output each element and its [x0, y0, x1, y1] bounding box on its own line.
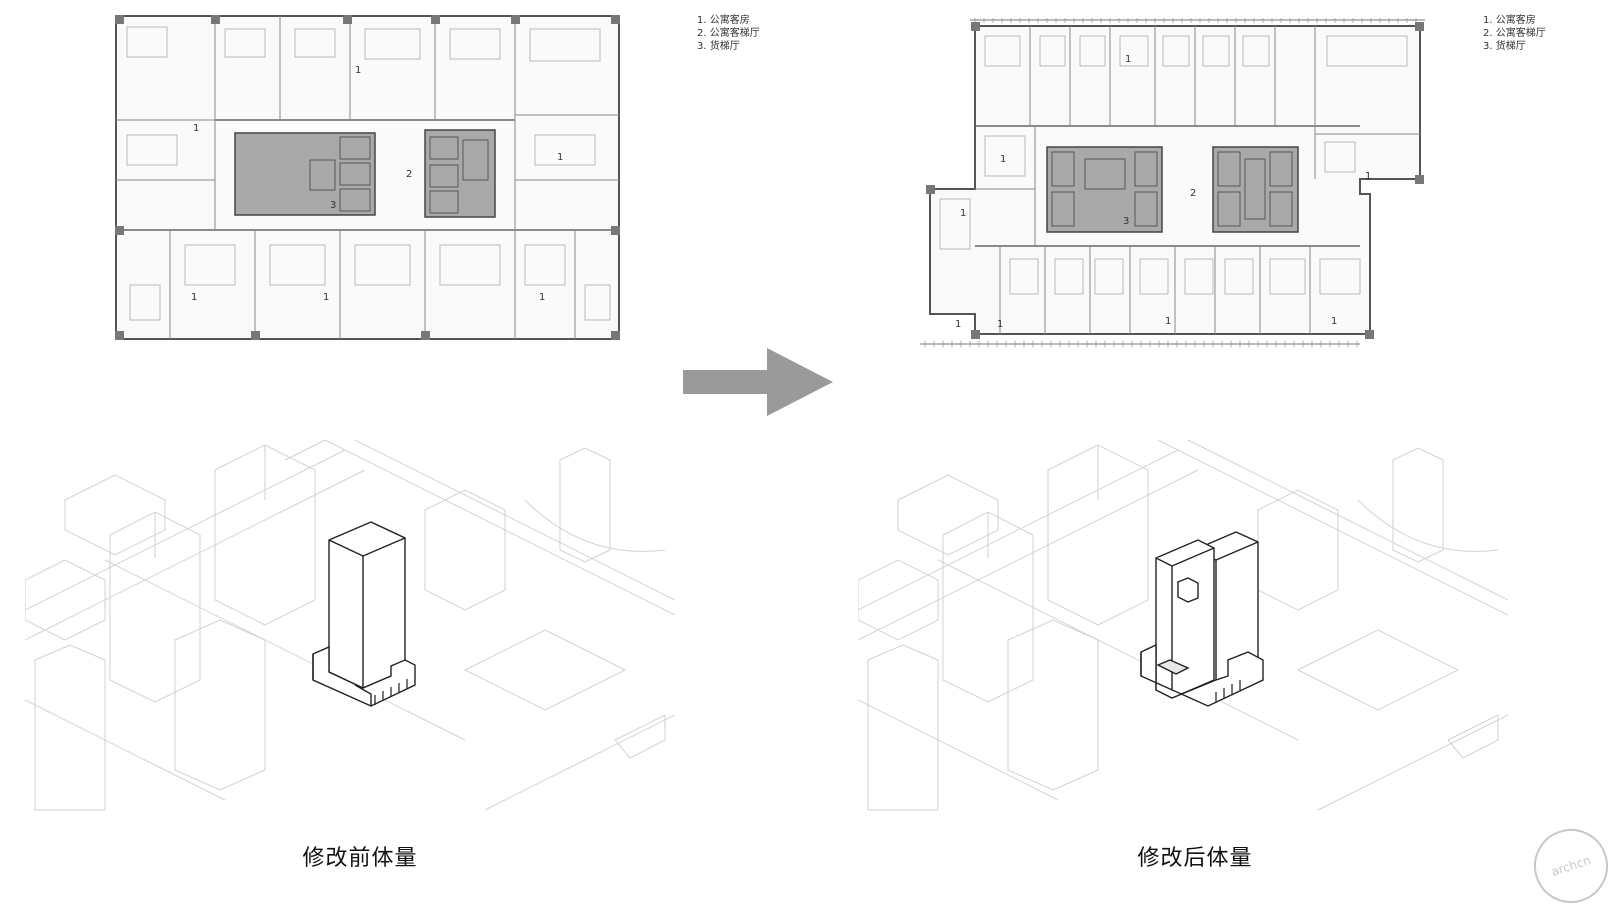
room-label: 1	[960, 208, 966, 219]
room-label: 1	[557, 152, 563, 163]
room-label: 3	[330, 200, 336, 211]
room-label: 1	[539, 292, 545, 303]
tower-after	[1140, 531, 1264, 707]
watermark-logo: archcn	[1524, 819, 1618, 913]
room-label: 1	[1165, 316, 1171, 327]
room-label: 1	[323, 292, 329, 303]
room-label: 1	[955, 319, 961, 330]
tower-before	[312, 521, 416, 707]
legend-item: 3. 货梯厅	[1483, 41, 1526, 52]
room-label: 1	[1000, 154, 1006, 165]
legend-before: 1. 公寓客房 2. 公寓客梯厅 3. 货梯厅	[697, 14, 760, 53]
core-right	[424, 129, 496, 218]
massing-after-drawing	[858, 440, 1508, 811]
floor-plan-before-drawing: 1 1 1 2 3 1 1 1	[115, 15, 620, 340]
legend-item: 2. 公寓客梯厅	[1483, 28, 1546, 39]
floor-plan-before: 1 1 1 2 3 1 1 1	[115, 15, 620, 340]
legend-after: 1. 公寓客房 2. 公寓客梯厅 3. 货梯厅	[1483, 14, 1546, 53]
room-label: 1	[193, 123, 199, 134]
room-label: 1	[1365, 171, 1371, 182]
context-buildings	[858, 440, 1508, 811]
arrow-right-icon	[683, 348, 833, 416]
room-label: 1	[355, 65, 361, 76]
watermark-text: archcn	[1549, 853, 1593, 879]
core-right	[1212, 146, 1299, 233]
floor-plan-after-drawing: 1 1 1 1 2 3 1 1 1 1	[920, 18, 1425, 347]
massing-before	[25, 440, 675, 815]
room-label: 1	[997, 319, 1003, 330]
core-left	[234, 132, 376, 216]
core-left	[1046, 146, 1163, 233]
room-label: 1	[1331, 316, 1337, 327]
room-label: 3	[1123, 216, 1129, 227]
massing-after	[858, 440, 1508, 815]
legend-item: 1. 公寓客房	[697, 15, 750, 26]
caption-after: 修改后体量	[1137, 846, 1253, 871]
legend-item: 2. 公寓客梯厅	[697, 28, 760, 39]
room-label: 2	[406, 169, 412, 180]
room-label: 1	[1125, 54, 1131, 65]
massing-before-drawing	[25, 440, 675, 811]
legend-item: 3. 货梯厅	[697, 41, 740, 52]
room-label: 1	[191, 292, 197, 303]
caption-before: 修改前体量	[302, 846, 418, 871]
legend-item: 1. 公寓客房	[1483, 15, 1536, 26]
context-buildings	[25, 440, 675, 811]
transition-arrow	[683, 348, 833, 416]
floor-plan-after: 1 1 1 1 2 3 1 1 1 1	[915, 14, 1435, 354]
room-label: 2	[1190, 188, 1196, 199]
